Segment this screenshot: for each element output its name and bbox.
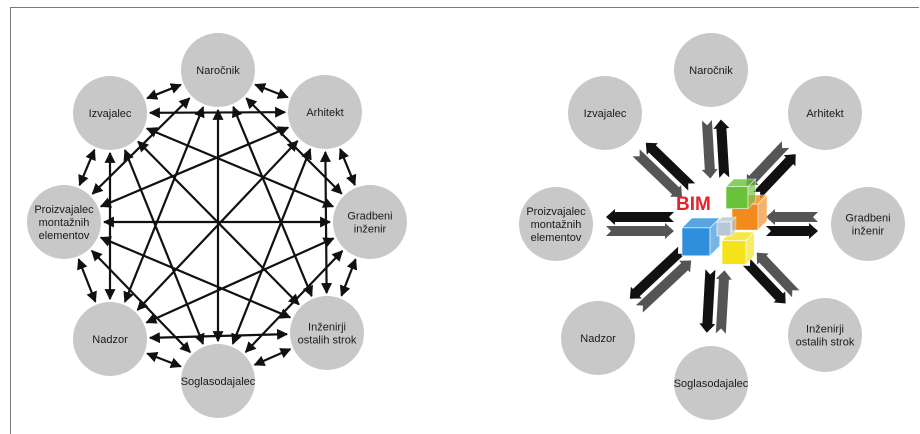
node-circle xyxy=(181,344,255,418)
node-circle xyxy=(27,185,101,259)
arrow-from-bim-soglasodajalec xyxy=(699,269,716,333)
node-label: Nadzor xyxy=(92,334,128,346)
right-node-izvajalec: Izvajalec xyxy=(568,76,642,150)
connection-arrow-narocnik-arhitekt xyxy=(254,83,289,99)
bim-cube-blue xyxy=(681,217,721,257)
arrow-from-bim-inzenirji xyxy=(742,258,786,304)
node-label: Soglasodajalec xyxy=(674,378,749,390)
bim-cube-gray xyxy=(716,216,737,237)
node-label: Inženirji xyxy=(806,324,844,336)
connection-arrow-gradbeni-inzenirji xyxy=(339,258,358,297)
bim-cube-green xyxy=(725,178,757,210)
node-label: Inženirji xyxy=(308,322,346,334)
arrow-from-bim-izvajalec xyxy=(645,142,696,191)
connection-arrow-inzenirji-soglasodajalec xyxy=(253,348,292,366)
left-node-nadzor: Nadzor xyxy=(73,302,147,376)
node-circle xyxy=(181,33,255,107)
arrow-from-bim-nadzor xyxy=(629,246,685,299)
node-label: Gradbeni xyxy=(845,213,890,225)
connection-arrow-soglasodajalec-nadzor xyxy=(146,351,182,369)
arrow-from-bim-arhitekt xyxy=(753,154,796,199)
left-connections xyxy=(77,83,358,369)
right-node-nadzor: Nadzor xyxy=(561,301,635,375)
node-label: inženir xyxy=(354,224,387,236)
connection-arrow-proizvajalec-izvajalec xyxy=(78,148,96,187)
right-arrows xyxy=(606,119,818,334)
frame-border-left xyxy=(10,7,11,434)
right-bim-diagram: NaročnikArhitektGradbeniinženirInženirji… xyxy=(519,33,905,420)
arrow-to-bim-inzenirji xyxy=(756,252,800,298)
node-label: Proizvajalec xyxy=(526,206,586,218)
node-label: inženir xyxy=(852,226,885,238)
left-node-soglasodajalec: Soglasodajalec xyxy=(181,344,256,418)
node-label: montažnih xyxy=(531,219,582,231)
left-network-diagram: NaročnikArhitektGradbeniinženirInženirji… xyxy=(27,33,407,418)
right-node-arhitekt: Arhitekt xyxy=(788,76,862,150)
node-circle xyxy=(674,346,748,420)
arrow-to-bim-arhitekt xyxy=(746,141,790,186)
node-circle xyxy=(568,76,642,150)
node-circle xyxy=(788,298,862,372)
node-label: Izvajalec xyxy=(584,108,627,120)
node-circle xyxy=(290,296,364,370)
right-node-narocnik: Naročnik xyxy=(674,33,748,107)
frame-border-top xyxy=(10,7,919,8)
arrow-to-bim-gradbeni xyxy=(766,209,818,225)
arrow-to-bim-nadzor xyxy=(635,260,692,313)
arrow-from-bim-proizvajalec xyxy=(606,209,674,225)
bim-label: BIM xyxy=(676,194,711,215)
arrow-to-bim-soglasodajalec xyxy=(715,270,732,334)
node-label: Soglasodajalec xyxy=(181,376,256,388)
node-circle xyxy=(519,187,593,261)
connection-arrow-nadzor-proizvajalec xyxy=(77,258,97,303)
node-circle xyxy=(561,301,635,375)
node-circle xyxy=(73,302,147,376)
arrow-to-bim-izvajalec xyxy=(632,149,682,198)
node-label: ostalih strok xyxy=(298,335,357,347)
arrow-from-bim-gradbeni xyxy=(766,223,818,239)
node-label: Proizvajalec xyxy=(34,204,94,216)
node-label: Nadzor xyxy=(580,333,616,345)
right-nodes: NaročnikArhitektGradbeniinženirInženirji… xyxy=(519,33,905,420)
node-label: montažnih xyxy=(39,217,90,229)
node-circle xyxy=(831,187,905,261)
bim-hub: BIM xyxy=(676,178,768,266)
node-circle xyxy=(73,76,147,150)
node-label: Izvajalec xyxy=(89,108,132,120)
node-label: Naročnik xyxy=(689,65,733,77)
node-label: Arhitekt xyxy=(306,107,343,119)
left-node-izvajalec: Izvajalec xyxy=(73,76,147,150)
connection-arrow-narocnik-izvajalec xyxy=(146,83,182,100)
node-circle xyxy=(674,33,748,107)
left-node-arhitekt: Arhitekt xyxy=(288,75,362,149)
node-label: Arhitekt xyxy=(806,108,843,120)
connection-arrow-arhitekt-gradbeni xyxy=(338,148,357,186)
bim-cube-yellow xyxy=(721,231,756,266)
arrow-from-bim-narocnik xyxy=(713,119,730,178)
node-label: Gradbeni xyxy=(347,211,392,223)
node-label: elementov xyxy=(531,232,582,244)
connection-arrow-soglasodajalec-izvajalec xyxy=(123,149,205,345)
arrow-to-bim-proizvajalec xyxy=(606,223,674,239)
node-circle xyxy=(788,76,862,150)
left-node-narocnik: Naročnik xyxy=(181,33,255,107)
node-label: Naročnik xyxy=(196,65,240,77)
arrow-to-bim-narocnik xyxy=(701,120,718,179)
node-circle xyxy=(288,75,362,149)
node-label: ostalih strok xyxy=(796,337,855,349)
right-node-soglasodajalec: Soglasodajalec xyxy=(674,346,749,420)
node-label: elementov xyxy=(39,230,90,242)
node-circle xyxy=(333,185,407,259)
left-nodes: NaročnikArhitektGradbeniinženirInženirji… xyxy=(27,33,407,418)
connection-arrow-arhitekt-izvajalec xyxy=(148,106,287,119)
